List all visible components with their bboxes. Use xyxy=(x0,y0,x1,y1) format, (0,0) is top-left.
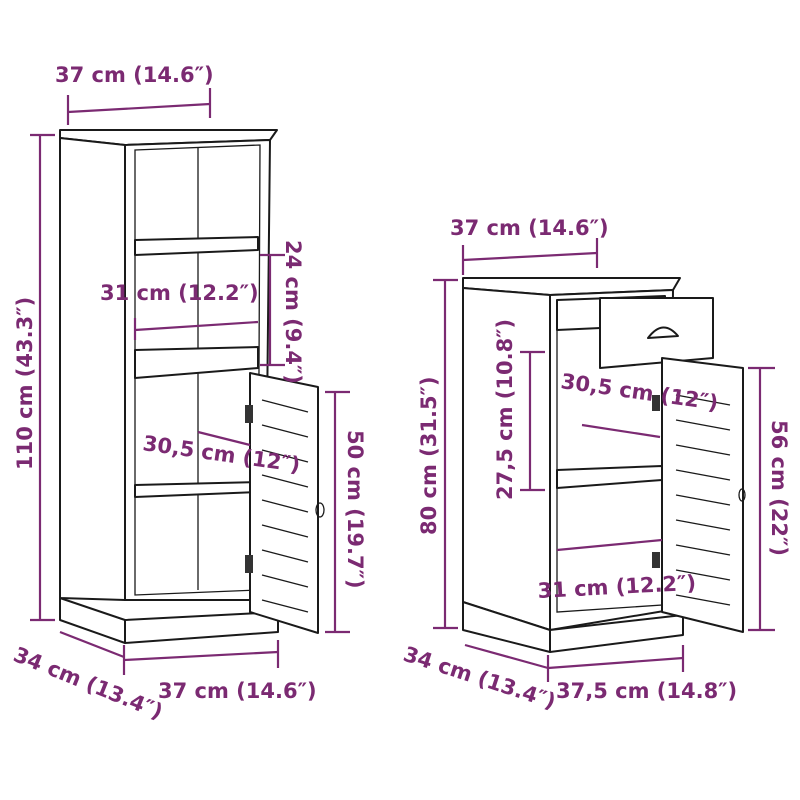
right-height-label: 80 cm (31.5″) xyxy=(417,376,441,535)
left-inner-width-label: 31 cm (12.2″) xyxy=(100,281,259,305)
drawer-handle-icon xyxy=(647,326,679,339)
hinge-icon xyxy=(652,552,660,568)
left-shelf-gap-label: 24 cm (9.4″) xyxy=(281,240,305,384)
right-base-width-label: 37,5 cm (14.8″) xyxy=(556,679,737,703)
hinge-icon xyxy=(245,405,253,423)
left-door-height-label: 50 cm (19.7″) xyxy=(343,430,367,589)
door-knob-icon xyxy=(315,502,325,518)
right-cabinet-drawing xyxy=(462,277,746,653)
right-top-width-label: 37 cm (14.6″) xyxy=(450,216,609,240)
right-depth-label: 34 cm (13.4″) xyxy=(400,642,558,714)
right-dimension-lines xyxy=(433,238,775,682)
left-dimension-lines xyxy=(30,88,350,675)
left-base-width-label: 37 cm (14.6″) xyxy=(158,679,317,703)
left-depth-label: 34 cm (13.4″) xyxy=(10,642,166,724)
right-shelf-gap-label: 27,5 cm (10.8″) xyxy=(493,319,517,500)
right-door-height-label: 56 cm (22″) xyxy=(767,420,791,556)
hinge-icon xyxy=(652,395,660,411)
left-cabinet-drawing xyxy=(59,129,325,644)
hinge-icon xyxy=(245,555,253,573)
left-height-label: 110 cm (43.3″) xyxy=(13,297,37,470)
left-top-width-label: 37 cm (14.6″) xyxy=(55,63,214,87)
door-knob-icon xyxy=(738,488,746,502)
